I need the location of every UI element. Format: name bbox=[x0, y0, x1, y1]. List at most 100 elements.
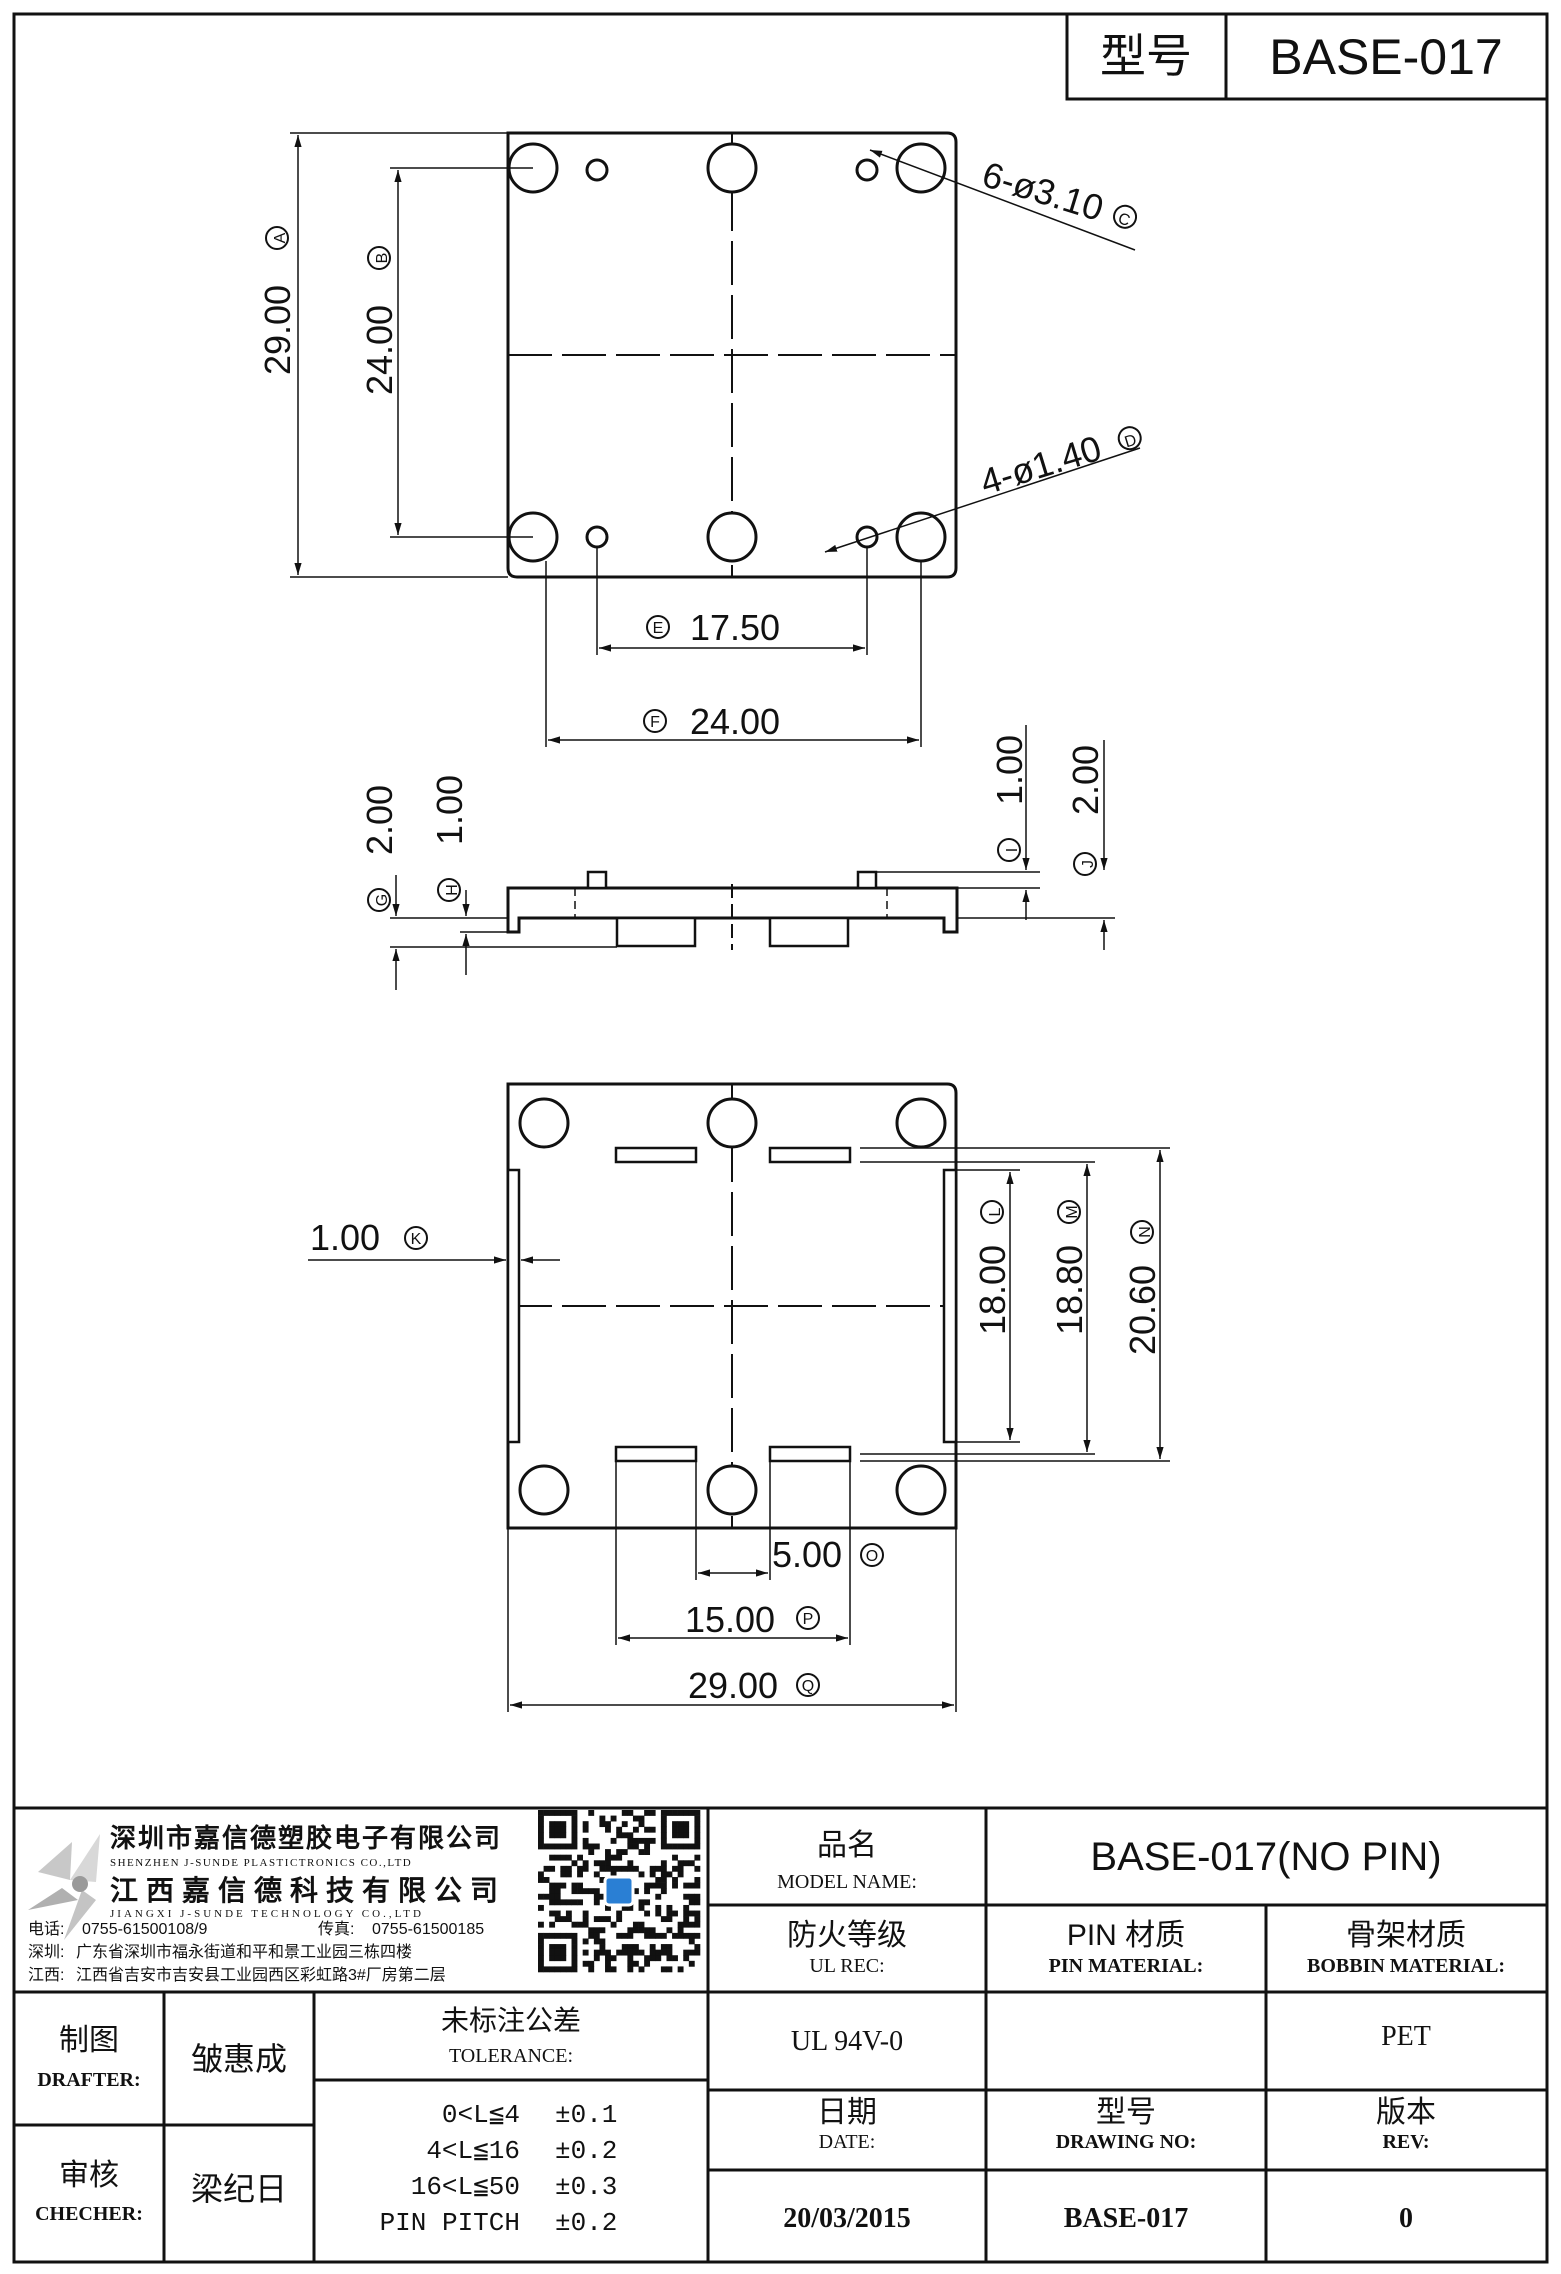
qr-module bbox=[688, 1899, 695, 1906]
dim-p: 15.00 P bbox=[615, 1461, 851, 1645]
qr-module bbox=[660, 1932, 667, 1939]
qr-module bbox=[605, 1904, 611, 1911]
qr-module bbox=[549, 1810, 556, 1816]
qr-module bbox=[655, 1955, 662, 1962]
qr-module bbox=[582, 1837, 589, 1844]
qr-module bbox=[565, 1966, 572, 1973]
qr-module bbox=[610, 1966, 617, 1973]
bottom-view: 1.00 K 18.00 L 18.80 M bbox=[308, 1082, 1170, 1712]
qr-module bbox=[649, 1955, 656, 1962]
qr-module bbox=[543, 1893, 550, 1900]
qr-module bbox=[610, 1871, 617, 1878]
qr-module bbox=[549, 1955, 556, 1962]
qr-module bbox=[621, 1821, 628, 1828]
qr-module bbox=[599, 1815, 606, 1822]
checker-label-en: CHECHER: bbox=[35, 2203, 143, 2225]
qr-module bbox=[666, 1843, 673, 1850]
company-name-cn: 深圳市嘉信德塑胶电子有限公司 bbox=[110, 1823, 502, 1853]
qr-module bbox=[588, 1966, 595, 1973]
qr-module bbox=[688, 1882, 695, 1889]
rev-label-cn: 版本 bbox=[1376, 2096, 1436, 2129]
qr-module bbox=[549, 1843, 556, 1850]
qr-module bbox=[538, 1871, 544, 1878]
side-boss bbox=[768, 916, 850, 948]
qr-module bbox=[649, 1932, 656, 1939]
qr-module bbox=[683, 1826, 690, 1833]
dim-o-value: 5.00 bbox=[772, 1534, 842, 1575]
qr-module bbox=[683, 1910, 690, 1917]
qr-module bbox=[655, 1882, 662, 1889]
qr-module bbox=[538, 1955, 544, 1962]
qr-module bbox=[649, 1882, 656, 1889]
qr-module bbox=[543, 1932, 550, 1939]
qr-module bbox=[588, 1888, 595, 1895]
drawing-no-value: BASE-017 bbox=[1064, 2203, 1188, 2234]
ul-label-en: UL REC: bbox=[809, 1955, 884, 1977]
side-rail bbox=[506, 1168, 521, 1444]
dim-a-mark: A bbox=[272, 232, 289, 243]
fax-value: 0755-61500185 bbox=[372, 1921, 484, 1938]
qr-module bbox=[694, 1843, 701, 1850]
qr-module bbox=[582, 1949, 589, 1956]
qr-module bbox=[538, 1893, 544, 1900]
qr-module bbox=[627, 1865, 634, 1872]
qr-module bbox=[554, 1949, 561, 1956]
qr-module bbox=[627, 1843, 634, 1850]
qr-module bbox=[672, 1810, 678, 1816]
hole-large bbox=[706, 1097, 758, 1149]
company-logo bbox=[28, 1834, 100, 1940]
tolerance-range: 16<L≦50 bbox=[411, 2172, 520, 2202]
qr-module bbox=[571, 1955, 578, 1962]
company-name-en: SHENZHEN J-SUNDE PLASTICTRONICS CO.,LTD bbox=[110, 1857, 412, 1869]
qr-module bbox=[588, 1932, 595, 1939]
qr-module bbox=[677, 1927, 684, 1934]
qr-module bbox=[660, 1860, 667, 1867]
qr-module bbox=[549, 1854, 556, 1861]
qr-module bbox=[694, 1877, 701, 1883]
qr-module bbox=[616, 1854, 623, 1861]
qr-module bbox=[605, 1849, 611, 1855]
qr-module bbox=[582, 1916, 589, 1923]
qr-module bbox=[660, 1810, 667, 1816]
qr-module bbox=[632, 1826, 639, 1833]
qr-module bbox=[538, 1932, 544, 1939]
qr-module bbox=[571, 1938, 578, 1945]
qr-module bbox=[632, 1865, 639, 1872]
dim-e: E 17.50 bbox=[596, 547, 868, 655]
qr-module bbox=[554, 1832, 561, 1839]
qr-module bbox=[672, 1865, 678, 1872]
hole-large bbox=[518, 1464, 570, 1516]
qr-module bbox=[560, 1916, 567, 1923]
qr-module bbox=[593, 1932, 600, 1939]
qr-module bbox=[688, 1949, 695, 1956]
side-rail bbox=[942, 1168, 958, 1444]
qr-module bbox=[549, 1888, 556, 1895]
qr-module bbox=[677, 1932, 684, 1939]
hole-large bbox=[706, 142, 758, 194]
qr-module bbox=[571, 1821, 578, 1828]
qr-module bbox=[616, 1849, 623, 1855]
qr-module bbox=[672, 1882, 678, 1889]
qr-module bbox=[538, 1949, 544, 1956]
qr-module bbox=[593, 1899, 600, 1906]
qr-module bbox=[543, 1865, 550, 1872]
qr-module bbox=[694, 1910, 701, 1917]
qr-module bbox=[565, 1865, 572, 1872]
qr-module bbox=[638, 1815, 645, 1822]
slot bbox=[614, 1146, 698, 1164]
qr-module bbox=[605, 1865, 611, 1872]
qr-module bbox=[554, 1944, 561, 1950]
qr-module bbox=[683, 1916, 690, 1923]
jx-label: 江西: bbox=[28, 1966, 64, 1984]
phone-value: 0755-61500108/9 bbox=[82, 1921, 208, 1938]
qr-module bbox=[638, 1899, 645, 1906]
qr-module bbox=[655, 1932, 662, 1939]
qr-module bbox=[683, 1821, 690, 1828]
qr-module bbox=[582, 1821, 589, 1828]
qr-module bbox=[554, 1854, 561, 1861]
dim-c-mark: C bbox=[1116, 210, 1132, 230]
qr-module bbox=[554, 1810, 561, 1816]
qr-module bbox=[549, 1949, 556, 1956]
bobbin-material-value: PET bbox=[1381, 2021, 1431, 2052]
